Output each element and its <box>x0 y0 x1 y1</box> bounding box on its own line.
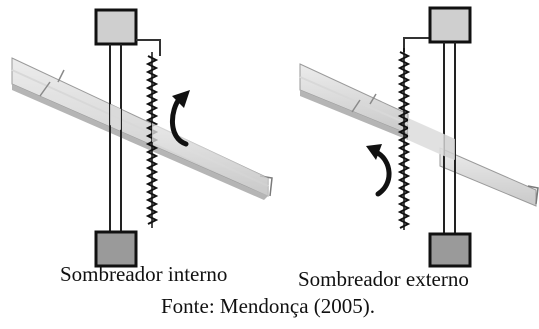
external-shading-panel <box>299 6 539 268</box>
window-bottom-frame <box>94 230 138 268</box>
window-glass <box>109 44 122 232</box>
window-bottom-frame-right <box>428 232 472 268</box>
curved-arrow-down-icon <box>366 144 392 197</box>
window-top-frame-right <box>428 6 472 44</box>
figure-source: Fonte: Mendonça (2005). <box>161 294 376 318</box>
internal-shading-panel <box>11 8 273 268</box>
external-blind <box>397 37 432 230</box>
window-top-frame <box>94 8 138 46</box>
internal-shading-caption: Sombreador interno <box>60 262 228 286</box>
curved-arrow-up-icon <box>170 90 190 147</box>
sun-beam-right <box>299 63 539 207</box>
external-shading-caption: Sombreador externo <box>298 267 469 291</box>
